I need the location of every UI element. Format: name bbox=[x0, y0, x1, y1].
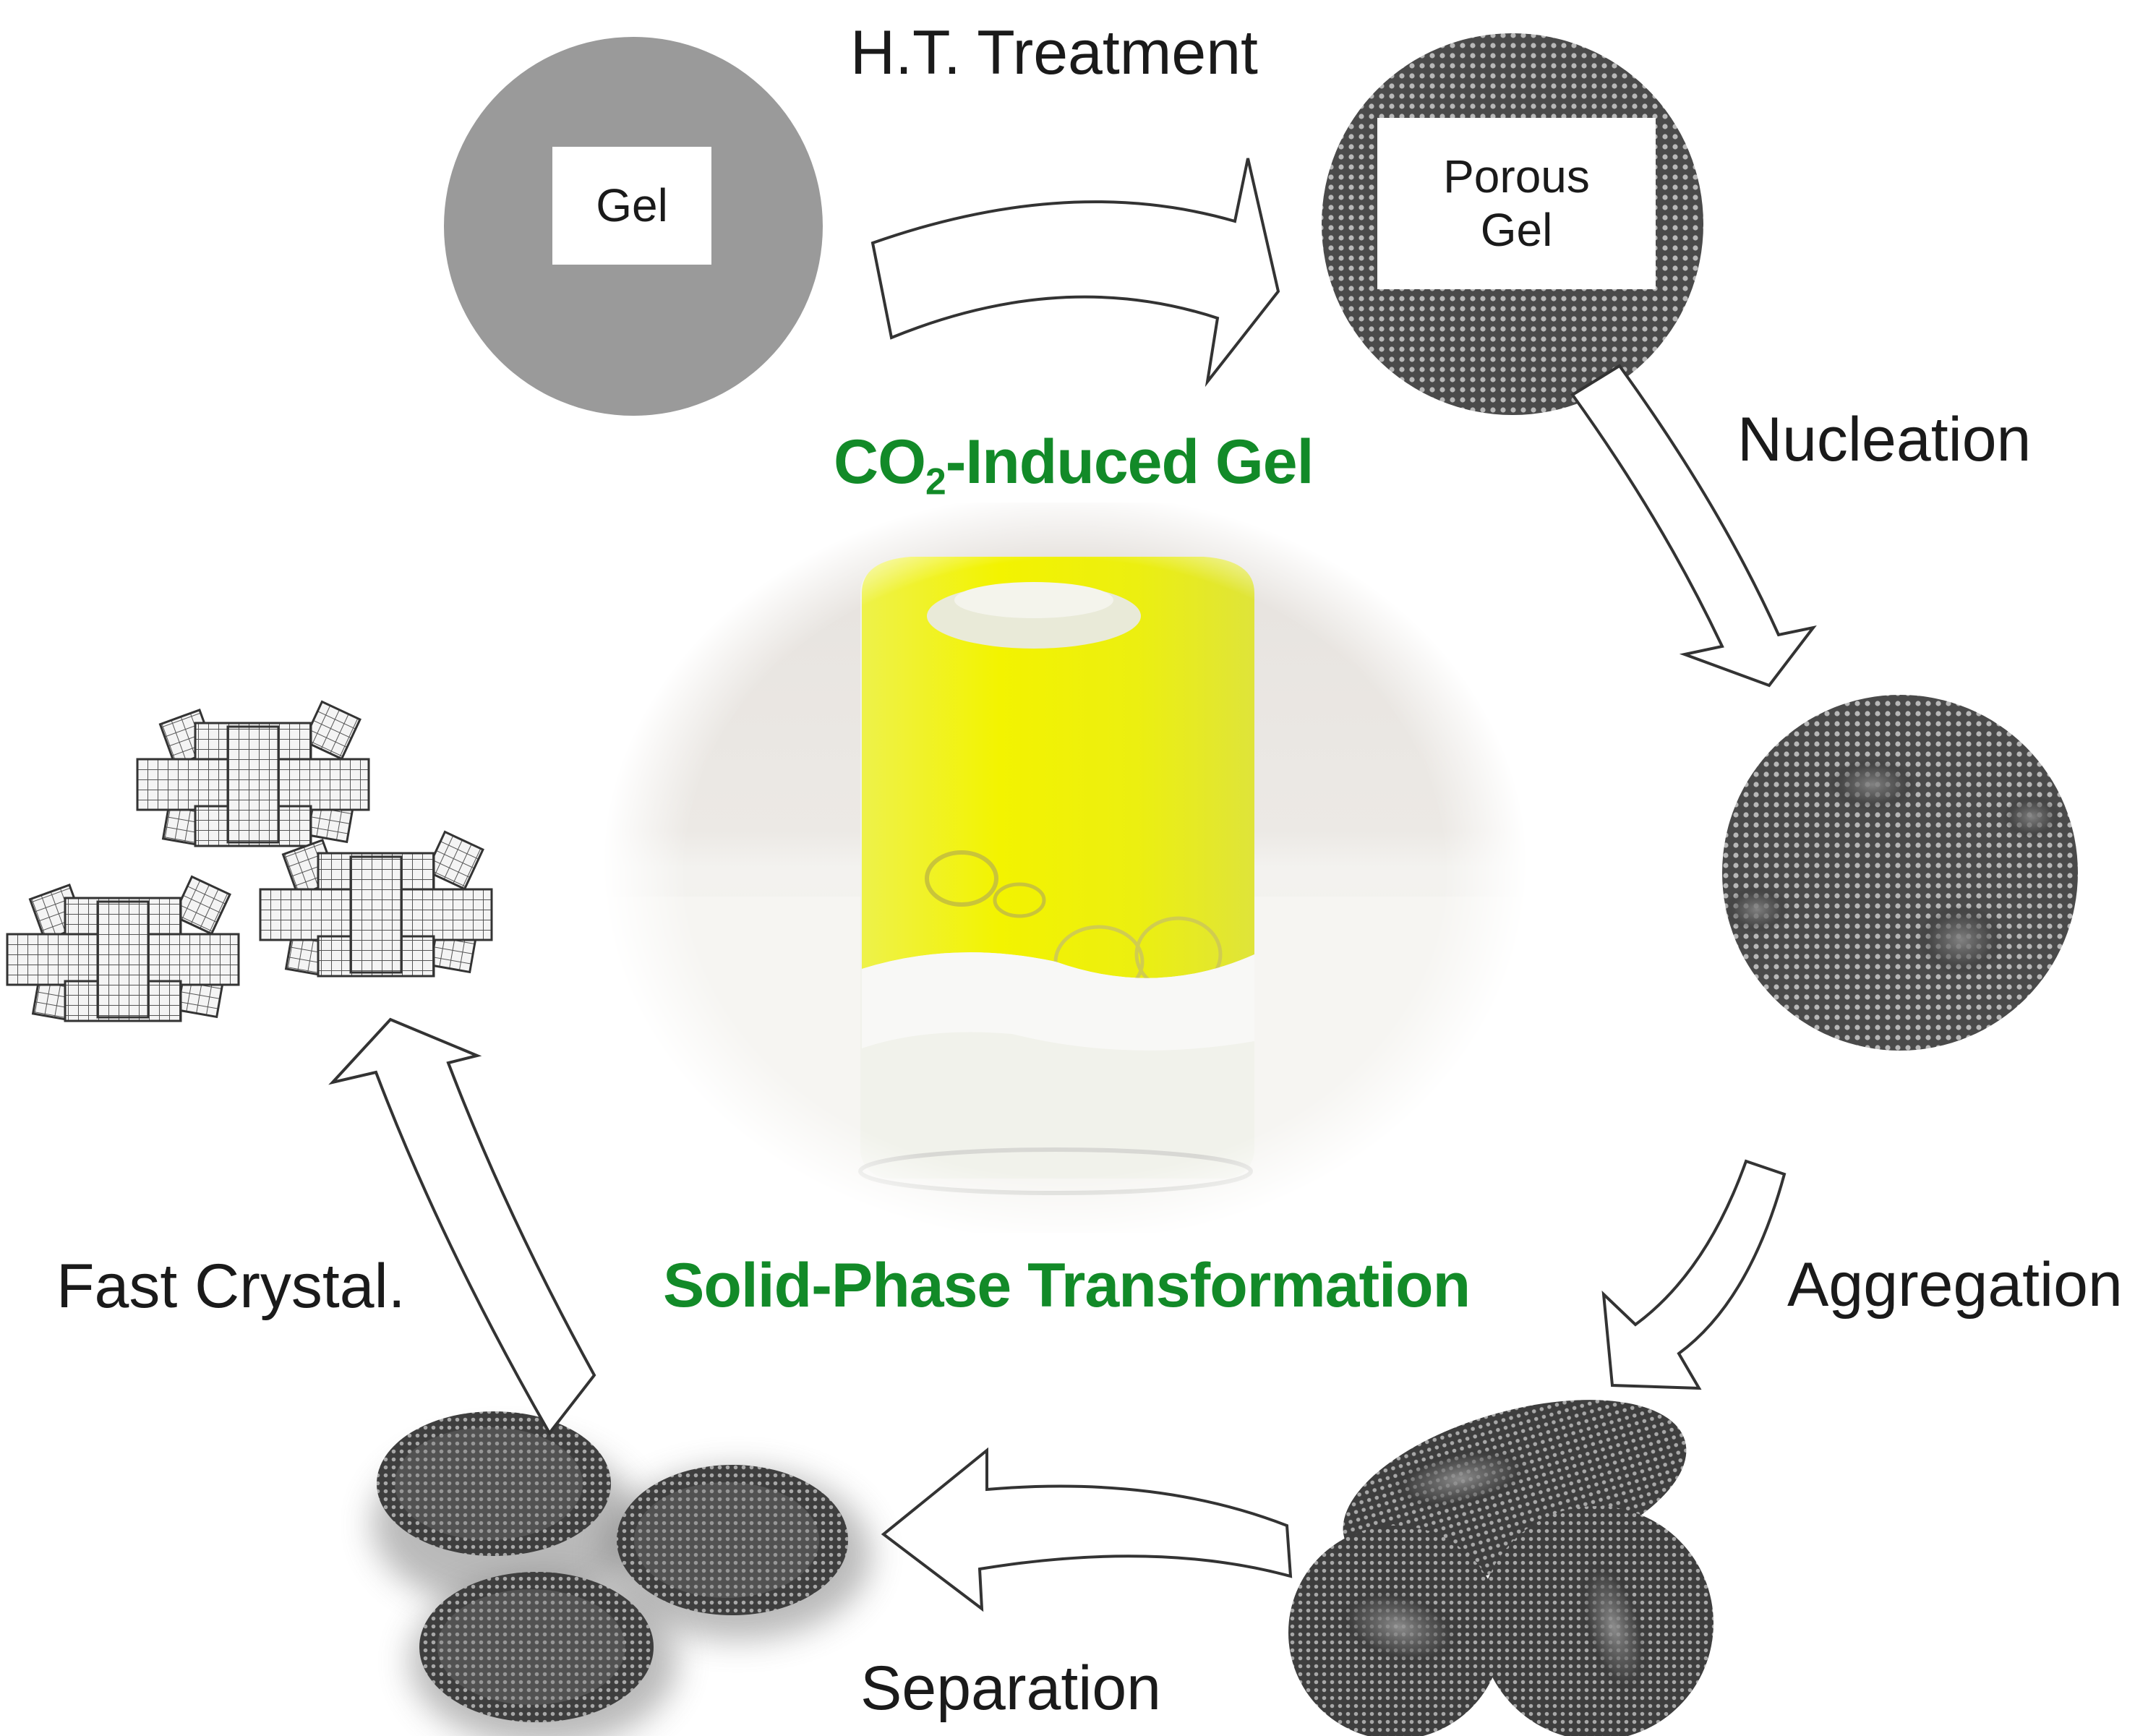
gel-label: Gel bbox=[596, 179, 668, 231]
gel-label-box: Gel bbox=[552, 147, 711, 265]
arrow-aggregation-icon bbox=[1601, 1159, 1787, 1390]
separated-stage bbox=[372, 1411, 871, 1736]
arrow-ht-treatment-icon bbox=[870, 158, 1280, 388]
separation-label: Separation bbox=[860, 1654, 1161, 1723]
aggregation-label: Aggregation bbox=[1787, 1250, 2123, 1320]
co2-induced-gel-title: CO2-Induced Gel bbox=[834, 427, 1314, 503]
ht-treatment-label: H.T. Treatment bbox=[850, 18, 1258, 87]
nucleation-label: Nucleation bbox=[1737, 405, 2032, 474]
crystal-cluster bbox=[6, 875, 240, 1022]
nucleated-stage bbox=[1722, 695, 2078, 1051]
arrow-nucleation-icon bbox=[1570, 364, 1817, 688]
arrow-separation-icon bbox=[881, 1447, 1293, 1612]
porous-gel-label-line1: Porous bbox=[1443, 150, 1590, 202]
crystal-cluster bbox=[136, 700, 370, 847]
crystal-cluster bbox=[259, 830, 493, 978]
porous-gel-label-line2: Gel bbox=[1480, 203, 1553, 256]
solid-phase-transformation-caption: Solid-Phase Transformation bbox=[663, 1251, 1471, 1320]
fast-crystal-label: Fast Crystal. bbox=[56, 1252, 406, 1321]
crystal-clusters bbox=[6, 700, 493, 1022]
gel-photo bbox=[600, 503, 1533, 1233]
arrow-fast-crystal-icon bbox=[328, 1017, 596, 1436]
porous-gel-label-box: Porous Gel bbox=[1377, 118, 1656, 289]
aggregated-stage bbox=[1288, 1400, 1713, 1736]
